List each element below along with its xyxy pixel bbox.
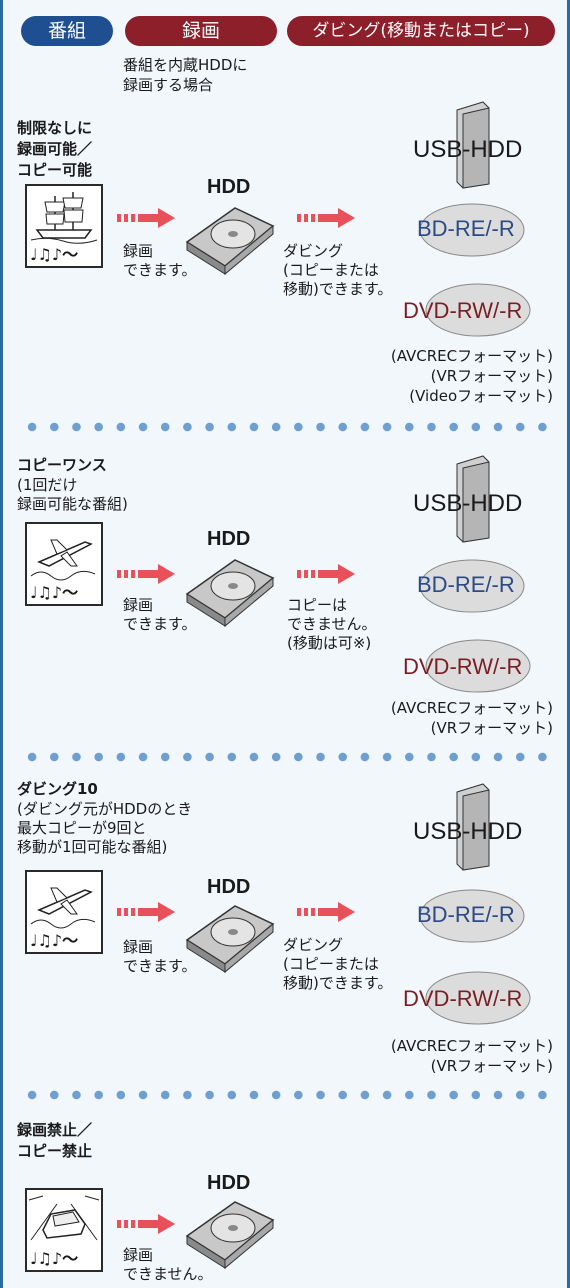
airplane-thumbnail-icon: ♩♫♪～: [25, 522, 103, 606]
dvd-label: DVD-RW/-R: [403, 298, 523, 323]
music-notes-icon: ♩♫♪～: [30, 1249, 79, 1268]
section2-subtitle: (1回だけ 録画可能な番組): [17, 476, 128, 513]
record-note: 録画 できます。: [123, 938, 197, 975]
bd-disc-icon: [419, 559, 525, 613]
dvd-label: DVD-RW/-R: [403, 654, 523, 679]
record-arrow-icon: [117, 1214, 175, 1234]
hdd-drive-icon: [185, 559, 275, 628]
header-note-line1: 番組を内蔵HDDに: [123, 56, 248, 74]
tab-record: 録画: [125, 16, 277, 46]
usb-hdd-label: USB-HDD: [413, 136, 523, 163]
music-notes-icon: ♩♫♪～: [30, 931, 79, 950]
record-note: 録画 できます。: [123, 596, 197, 633]
bd-label: BD-RE/-R: [417, 902, 515, 927]
dvd-disc-icon: [425, 971, 531, 1025]
hdd-label: HDD: [207, 876, 251, 898]
format-list: (AVCRECフォーマット) (VRフォーマット) (Videoフォーマット): [390, 347, 553, 405]
dvd-label: DVD-RW/-R: [403, 986, 523, 1011]
usb-hdd-icon: [456, 455, 490, 543]
usb-hdd-icon: [456, 101, 490, 189]
record-arrow-icon: [117, 208, 175, 228]
music-notes-icon: ♩♫♪～: [30, 583, 79, 602]
hdd-drive-icon: [185, 1201, 275, 1270]
section3-title: ダビング10: [17, 780, 98, 798]
music-notes-icon: ♩♫♪～: [30, 245, 79, 264]
section1-title: 制限なしに 録画可能／ コピー可能: [17, 119, 93, 179]
dubbing-arrow-icon: [297, 208, 355, 228]
record-arrow-icon: [117, 564, 175, 584]
dotted-divider: [21, 1090, 553, 1100]
dub-note: ダビング (コピーまたは 移動)できます。: [283, 242, 393, 298]
dotted-divider: [21, 422, 553, 432]
bd-label: BD-RE/-R: [417, 572, 515, 597]
record-arrow-icon: [117, 902, 175, 922]
usb-hdd-label: USB-HDD: [413, 490, 523, 517]
header-note-line2: 録画する場合: [123, 76, 214, 94]
hdd-label: HDD: [207, 176, 251, 198]
dubbing-arrow-icon: [297, 564, 355, 584]
tab-program: 番組: [21, 16, 113, 46]
hdd-drive-icon: [185, 905, 275, 974]
section4-title: 録画禁止／ コピー禁止: [17, 1121, 93, 1160]
record-note: 録画 できます。: [123, 242, 197, 279]
dub-note: ダビング (コピーまたは 移動)できます。: [283, 936, 393, 992]
dub-note: コピーは できません。 (移動は可※): [287, 596, 377, 652]
dotted-divider: [21, 752, 553, 762]
hdd-label: HDD: [207, 1172, 251, 1194]
section3-subtitle: (ダビング元がHDDのとき 最大コピーが9回と 移動が1回可能な番組): [17, 800, 193, 856]
format-list: (AVCRECフォーマット) (VRフォーマット): [390, 1037, 553, 1075]
bd-disc-icon: [419, 203, 525, 257]
tab-dubbing: ダビング(移動またはコピー): [287, 16, 555, 46]
car-thumbnail-icon: ♩♫♪～: [25, 1188, 103, 1272]
record-note: 録画 できません。: [123, 1246, 213, 1283]
bd-label: BD-RE/-R: [417, 216, 515, 241]
usb-hdd-label: USB-HDD: [413, 818, 523, 845]
airplane-thumbnail-icon: ♩♫♪～: [25, 870, 103, 954]
format-list: (AVCRECフォーマット) (VRフォーマット): [390, 699, 553, 737]
hdd-label: HDD: [207, 528, 251, 550]
section2-title: コピーワンス: [17, 456, 107, 474]
usb-hdd-icon: [456, 783, 490, 871]
dvd-disc-icon: [425, 283, 531, 337]
ship-thumbnail-icon: ♩♫♪～: [25, 184, 103, 268]
hdd-drive-icon: [185, 207, 275, 276]
bd-disc-icon: [419, 889, 525, 943]
dubbing-arrow-icon: [297, 902, 355, 922]
dvd-disc-icon: [425, 639, 531, 693]
